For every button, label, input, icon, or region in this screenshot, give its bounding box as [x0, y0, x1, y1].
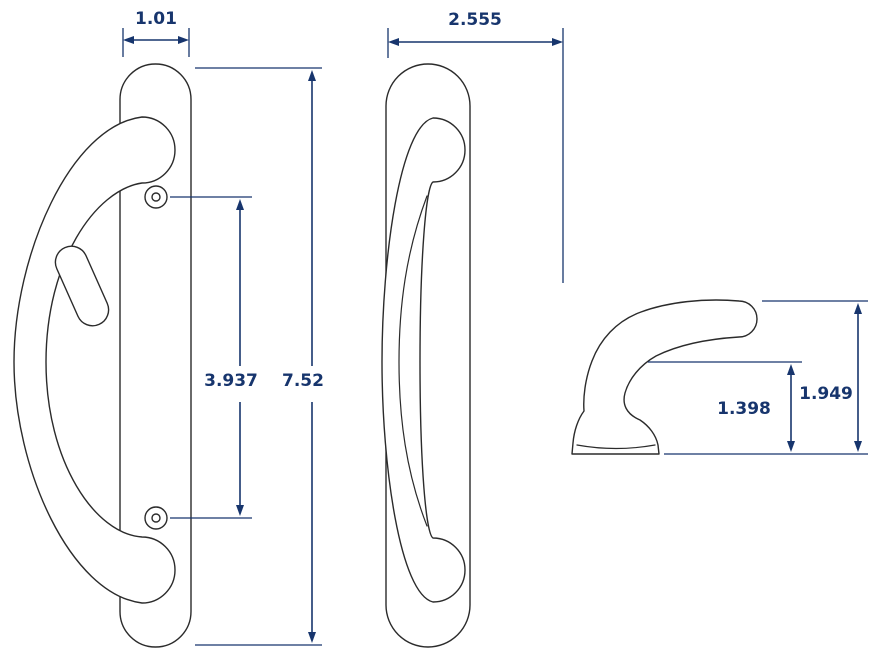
arrowhead-down	[787, 441, 795, 452]
arrowhead-down	[308, 632, 316, 643]
dimension-annotations: 1.01 2.555 3.937 7.52 1.398 1.949	[122, 9, 868, 646]
front-grip-contour	[398, 195, 428, 527]
arrowhead-up	[854, 303, 862, 314]
arrowhead-up	[787, 364, 795, 375]
arrowhead-left	[388, 38, 399, 46]
front-handle-grip	[381, 117, 466, 603]
label-grip-overall: 1.949	[799, 384, 853, 404]
dim-overall-height	[195, 67, 322, 646]
side-profile-view	[571, 299, 758, 455]
arrowheads	[787, 364, 795, 452]
handle-views	[13, 63, 758, 648]
label-projection-depth: 2.555	[448, 10, 502, 30]
label-hole-spacing: 3.937	[204, 371, 258, 391]
thumb-latch	[54, 245, 110, 327]
arrowhead-right	[178, 36, 189, 44]
arrowhead-left	[123, 36, 134, 44]
dimension-labels: 1.01 2.555 3.937 7.52 1.398 1.949	[135, 9, 853, 419]
arrowhead-up	[308, 70, 316, 81]
left-backplate	[119, 63, 192, 648]
dim-plate-width	[122, 28, 190, 57]
arrowheads	[123, 36, 189, 44]
front-view	[381, 63, 471, 648]
label-grip-clearance: 1.398	[717, 399, 771, 419]
arrowheads	[854, 303, 862, 452]
arrowhead-right	[552, 38, 563, 46]
arrowhead-up	[236, 199, 244, 210]
grip-profile	[571, 299, 758, 455]
screw-hole-bottom-inner	[151, 513, 161, 523]
label-plate-width: 1.01	[135, 9, 177, 29]
left-view	[13, 63, 192, 648]
arrowheads	[388, 38, 563, 46]
label-overall-height: 7.52	[282, 371, 324, 391]
arrowhead-down	[854, 441, 862, 452]
arrowheads	[308, 70, 316, 643]
dim-projection-depth	[387, 28, 564, 283]
dim-grip-clearance	[648, 361, 802, 452]
left-handle-grip	[13, 116, 176, 604]
dim-hole-spacing	[170, 196, 252, 519]
arrowheads	[236, 199, 244, 516]
arrowhead-down	[236, 505, 244, 516]
screw-hole-top-inner	[151, 192, 161, 202]
grip-base-rim	[576, 444, 656, 450]
dim-grip-overall	[664, 300, 868, 455]
